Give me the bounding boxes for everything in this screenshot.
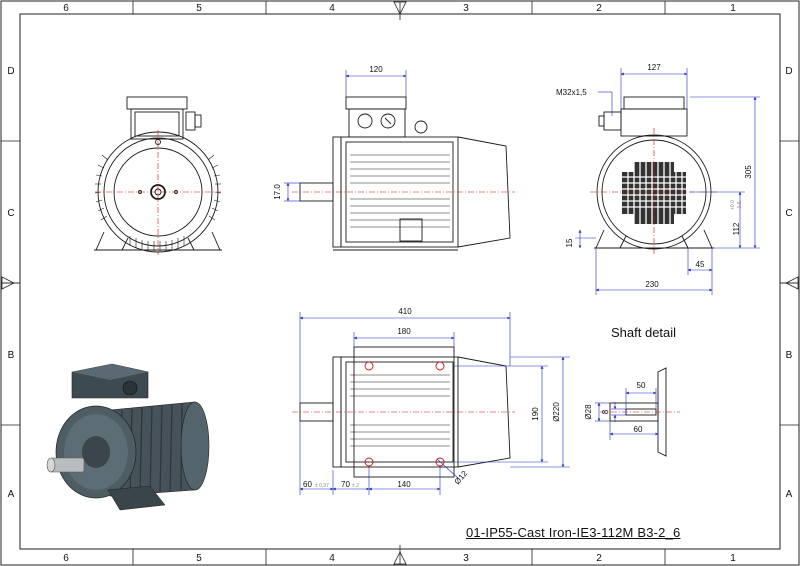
dim-shaft-detail-key-width: 8 xyxy=(601,409,610,414)
dim-thread: M32x1,5 xyxy=(556,88,587,97)
zone-top-5: 2 xyxy=(596,3,602,14)
rear-view-centerlines xyxy=(590,128,718,254)
dim-shaft-height-tol-lower: -0.5 xyxy=(737,201,743,210)
dimension-lines xyxy=(284,68,760,495)
dim-hole-span-side: 190 xyxy=(531,407,540,421)
dim-shaft-detail-length: 60 xyxy=(634,425,643,434)
zone-bottom-6: 1 xyxy=(730,553,736,564)
zone-right-b: B xyxy=(786,350,793,361)
zone-left-a: A xyxy=(8,489,15,500)
side-view xyxy=(299,96,511,251)
zone-bottom-1: 6 xyxy=(63,553,69,564)
zone-right-a: A xyxy=(786,489,793,500)
zone-top-6: 1 xyxy=(730,3,736,14)
dim-foot-edge: 45 xyxy=(696,260,705,269)
dim-foot-hole-span: 140 xyxy=(397,480,411,489)
zone-top-4: 3 xyxy=(463,3,469,14)
dim-shaft-detail-dia: Ø28 xyxy=(584,404,593,420)
dim-height-total: 305 xyxy=(744,165,753,179)
zone-top-1: 6 xyxy=(63,3,69,14)
motor-3d-render xyxy=(46,363,210,511)
zone-top-2: 5 xyxy=(196,3,202,14)
zone-labels: 6 5 4 3 2 1 6 5 4 3 2 1 D C B A D C B A xyxy=(7,3,792,564)
zone-bottom-4: 3 xyxy=(463,553,469,564)
zone-right-c: C xyxy=(785,208,792,219)
zone-left-c: C xyxy=(7,208,14,219)
front-view-centerlines xyxy=(95,130,221,255)
shaft-detail-caption: Shaft detail xyxy=(611,325,677,340)
drawing-title: 01-IP55-Cast Iron-IE3-112M B3-2_6 xyxy=(466,525,681,540)
zone-left-d: D xyxy=(7,66,14,77)
dim-flange-dia: Ø220 xyxy=(552,402,561,422)
dim-foot-thickness: 15 xyxy=(565,238,574,247)
dim-shaft-dia-side: 17.0 xyxy=(273,184,282,200)
zone-bottom-5: 2 xyxy=(596,553,602,564)
dim-shaft-height: 112 +0.0 -0.5 xyxy=(730,200,743,235)
zone-top-3: 4 xyxy=(329,3,335,14)
zone-left-b: B xyxy=(8,350,15,361)
zone-bottom-2: 5 xyxy=(196,553,202,564)
dim-shaft-height-tol-upper: +0.0 xyxy=(730,200,736,210)
top-view-holes xyxy=(364,361,445,467)
dim-side-box-width: 120 xyxy=(369,65,383,74)
dim-hole-dia: Ø12 xyxy=(453,468,470,486)
zone-right-d: D xyxy=(785,66,792,77)
zone-bottom-3: 4 xyxy=(329,553,335,564)
dim-overall-length: 410 xyxy=(398,307,412,316)
dim-foot-width: 230 xyxy=(645,280,659,289)
dim-rear-box-width: 127 xyxy=(647,63,661,72)
dim-foot-offset: 70 xyxy=(341,480,350,489)
dim-shaft-height-value: 112 xyxy=(732,222,741,235)
dim-shaft-length: 60 xyxy=(303,480,312,489)
rear-view xyxy=(594,96,714,250)
dim-shaft-detail-key-len: 50 xyxy=(637,381,646,390)
dim-foot-offset-tol: ± 2 xyxy=(352,483,359,489)
dimension-texts: 120 127 M32x1,5 305 112 +0.0 -0.5 15 45 … xyxy=(273,63,753,489)
dim-shaft-length-tol: ± 0,37 xyxy=(315,483,329,489)
dim-hole-span-top: 180 xyxy=(397,327,411,336)
